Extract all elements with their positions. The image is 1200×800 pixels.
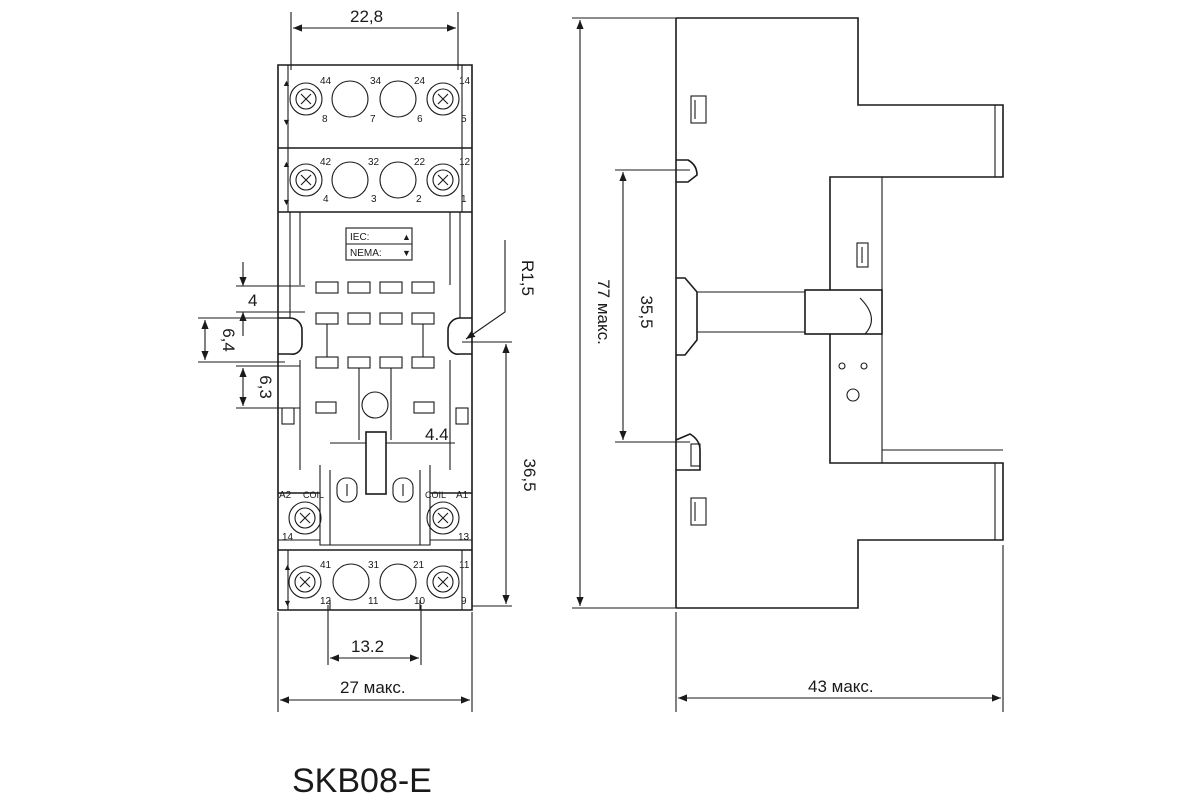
coil-label: COIL — [425, 490, 446, 500]
terminal-number: 31 — [368, 560, 380, 571]
terminal-number: 14 — [459, 76, 471, 87]
terminal-number: 11 — [459, 560, 470, 571]
svg-text:▲: ▲ — [282, 78, 291, 88]
contact-slots — [281, 281, 469, 425]
coil-label: COIL — [303, 490, 324, 500]
terminal-number: 1 — [461, 194, 467, 205]
svg-text:▲: ▲ — [282, 159, 291, 169]
svg-text:▼: ▼ — [282, 117, 291, 127]
dim-top-width: 22,8 — [350, 7, 383, 26]
terminal-number: 5 — [461, 114, 467, 125]
coil-terminals — [288, 501, 460, 535]
nema-label: NEMA: — [350, 248, 382, 259]
terminal-row-4 — [288, 563, 460, 601]
terminal-number: 9 — [461, 596, 467, 607]
terminal-number: 22 — [414, 157, 426, 168]
svg-text:▼: ▼ — [283, 598, 292, 608]
terminal-number: 3 — [371, 194, 377, 205]
coil-terminal-a1: A1 — [456, 490, 469, 501]
terminal-number: 2 — [416, 194, 422, 205]
terminal-number: 4 — [323, 194, 329, 205]
terminal-row-1 — [289, 80, 460, 118]
terminal-number: 11 — [368, 596, 379, 607]
side-dimensions: 77 макс. 35,5 43 макс. — [572, 17, 1004, 712]
terminal-number: 10 — [414, 596, 426, 607]
dim-radius: R1,5 — [518, 260, 537, 296]
dim-terminal-pitch: 13.2 — [351, 637, 384, 656]
dim-offset: 4.4 — [425, 425, 449, 444]
terminal-number: 7 — [370, 114, 376, 125]
dim-total-width: 27 макс. — [340, 678, 406, 697]
model-name: SKB08-E — [292, 762, 432, 800]
iec-label: IEC: — [350, 232, 369, 243]
terminal-number: 13 — [458, 532, 470, 543]
svg-text:▲: ▲ — [283, 562, 292, 572]
terminal-number: 24 — [414, 76, 426, 87]
nema-arrow: ▼ — [402, 248, 411, 258]
dim-hole-pitch: 6,4 — [219, 328, 238, 352]
terminal-number: 8 — [322, 114, 328, 125]
terminal-markers: ▲ ▼ ▲ ▼ ▲ ▼ — [282, 78, 292, 608]
dim-slot-gap: 6,3 — [256, 375, 275, 399]
front-dimensions: 22,8 4 6,4 6,3 R1,5 4.4 36,5 13.2 — [198, 7, 539, 712]
dim-slot-height: 4 — [248, 291, 257, 310]
terminal-number: 44 — [320, 76, 332, 87]
terminal-number: 32 — [368, 157, 380, 168]
terminal-number: 12 — [320, 596, 332, 607]
terminal-number: 34 — [370, 76, 382, 87]
terminal-number: 21 — [413, 560, 425, 571]
dim-lower-height: 36,5 — [520, 458, 539, 491]
dim-rail-height: 35,5 — [637, 295, 656, 328]
dim-total-height: 77 макс. — [594, 279, 613, 345]
terminal-row-2 — [289, 161, 460, 199]
svg-text:▼: ▼ — [282, 197, 291, 207]
terminal-number: 41 — [320, 560, 332, 571]
terminal-number: 42 — [320, 157, 332, 168]
terminal-number: 12 — [459, 157, 471, 168]
dim-depth: 43 макс. — [808, 677, 874, 696]
iec-arrow: ▲ — [402, 232, 411, 242]
coil-terminal-a2: A2 — [279, 490, 292, 501]
side-view — [675, 17, 1004, 609]
terminal-numbers: 44 34 24 14 8 7 6 5 42 32 22 12 4 3 2 1 … — [279, 76, 471, 607]
terminal-number: 14 — [282, 532, 294, 543]
terminal-number: 6 — [417, 114, 423, 125]
front-view: IEC: NEMA: ▲ ▼ — [277, 64, 473, 611]
